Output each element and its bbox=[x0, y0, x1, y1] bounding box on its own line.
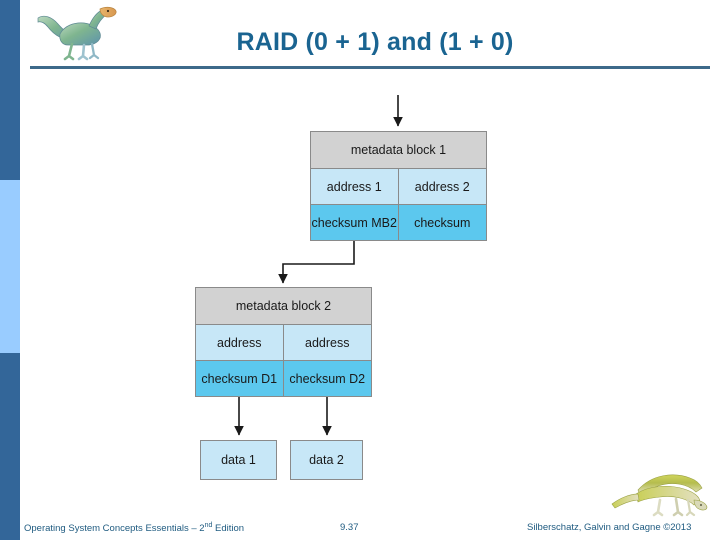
footer-edition-text: Operating System Concepts Essentials – 2… bbox=[24, 522, 244, 534]
title-divider bbox=[30, 66, 710, 69]
block1-checksum-cell-1: checksum MB2 bbox=[311, 204, 399, 240]
slide-number: 9.37 bbox=[340, 522, 359, 533]
dinosaur-icon bbox=[611, 474, 708, 517]
sidebar-band-bottom bbox=[0, 353, 20, 540]
left-sidebar bbox=[0, 0, 20, 540]
slide-footer: Operating System Concepts Essentials – 2… bbox=[0, 518, 720, 540]
block1-checksum-row: checksum MB2 checksum bbox=[311, 204, 486, 240]
block1-address-cell-2: address 2 bbox=[398, 168, 486, 204]
footer-edition-suffix: Edition bbox=[212, 523, 245, 535]
block1-checksum-cell-2: checksum bbox=[398, 204, 486, 240]
arrow-block1-to-block2 bbox=[278, 240, 355, 284]
block2-header-cell: metadata block 2 bbox=[196, 288, 371, 324]
raid-metadata-diagram: metadata block 1 address 1 address 2 che… bbox=[195, 95, 487, 480]
block1-header-cell: metadata block 1 bbox=[311, 132, 486, 168]
block1-address-cell-1: address 1 bbox=[311, 168, 399, 204]
metadata-block-2: metadata block 2 address address checksu… bbox=[195, 287, 372, 397]
slide-header: RAID (0 + 1) and (1 + 0) bbox=[0, 0, 720, 80]
sidebar-band-middle bbox=[0, 180, 20, 353]
sidebar-band-top bbox=[0, 0, 20, 180]
page-title: RAID (0 + 1) and (1 + 0) bbox=[236, 28, 514, 56]
block2-header-row: metadata block 2 bbox=[196, 288, 371, 324]
dinosaur-icon bbox=[37, 6, 117, 61]
footer-edition-ordinal: nd bbox=[204, 522, 213, 529]
block1-address-row: address 1 address 2 bbox=[311, 168, 486, 204]
block2-checksum-cell-1: checksum D1 bbox=[196, 360, 284, 396]
block2-checksum-row: checksum D1 checksum D2 bbox=[196, 360, 371, 396]
metadata-block-1: metadata block 1 address 1 address 2 che… bbox=[310, 131, 487, 241]
block2-address-cell-1: address bbox=[196, 324, 284, 360]
diagram-connectors bbox=[234, 95, 403, 436]
block1-header-row: metadata block 1 bbox=[311, 132, 486, 168]
footer-edition-prefix: Operating System Concepts Essentials – 2 bbox=[24, 523, 205, 535]
block2-checksum-cell-2: checksum D2 bbox=[283, 360, 371, 396]
data-block-1: data 1 bbox=[200, 440, 277, 480]
block2-address-row: address address bbox=[196, 324, 371, 360]
data-block-2: data 2 bbox=[290, 440, 363, 480]
block2-address-cell-2: address bbox=[283, 324, 371, 360]
footer-copyright: Silberschatz, Galvin and Gagne ©2013 bbox=[527, 522, 692, 533]
